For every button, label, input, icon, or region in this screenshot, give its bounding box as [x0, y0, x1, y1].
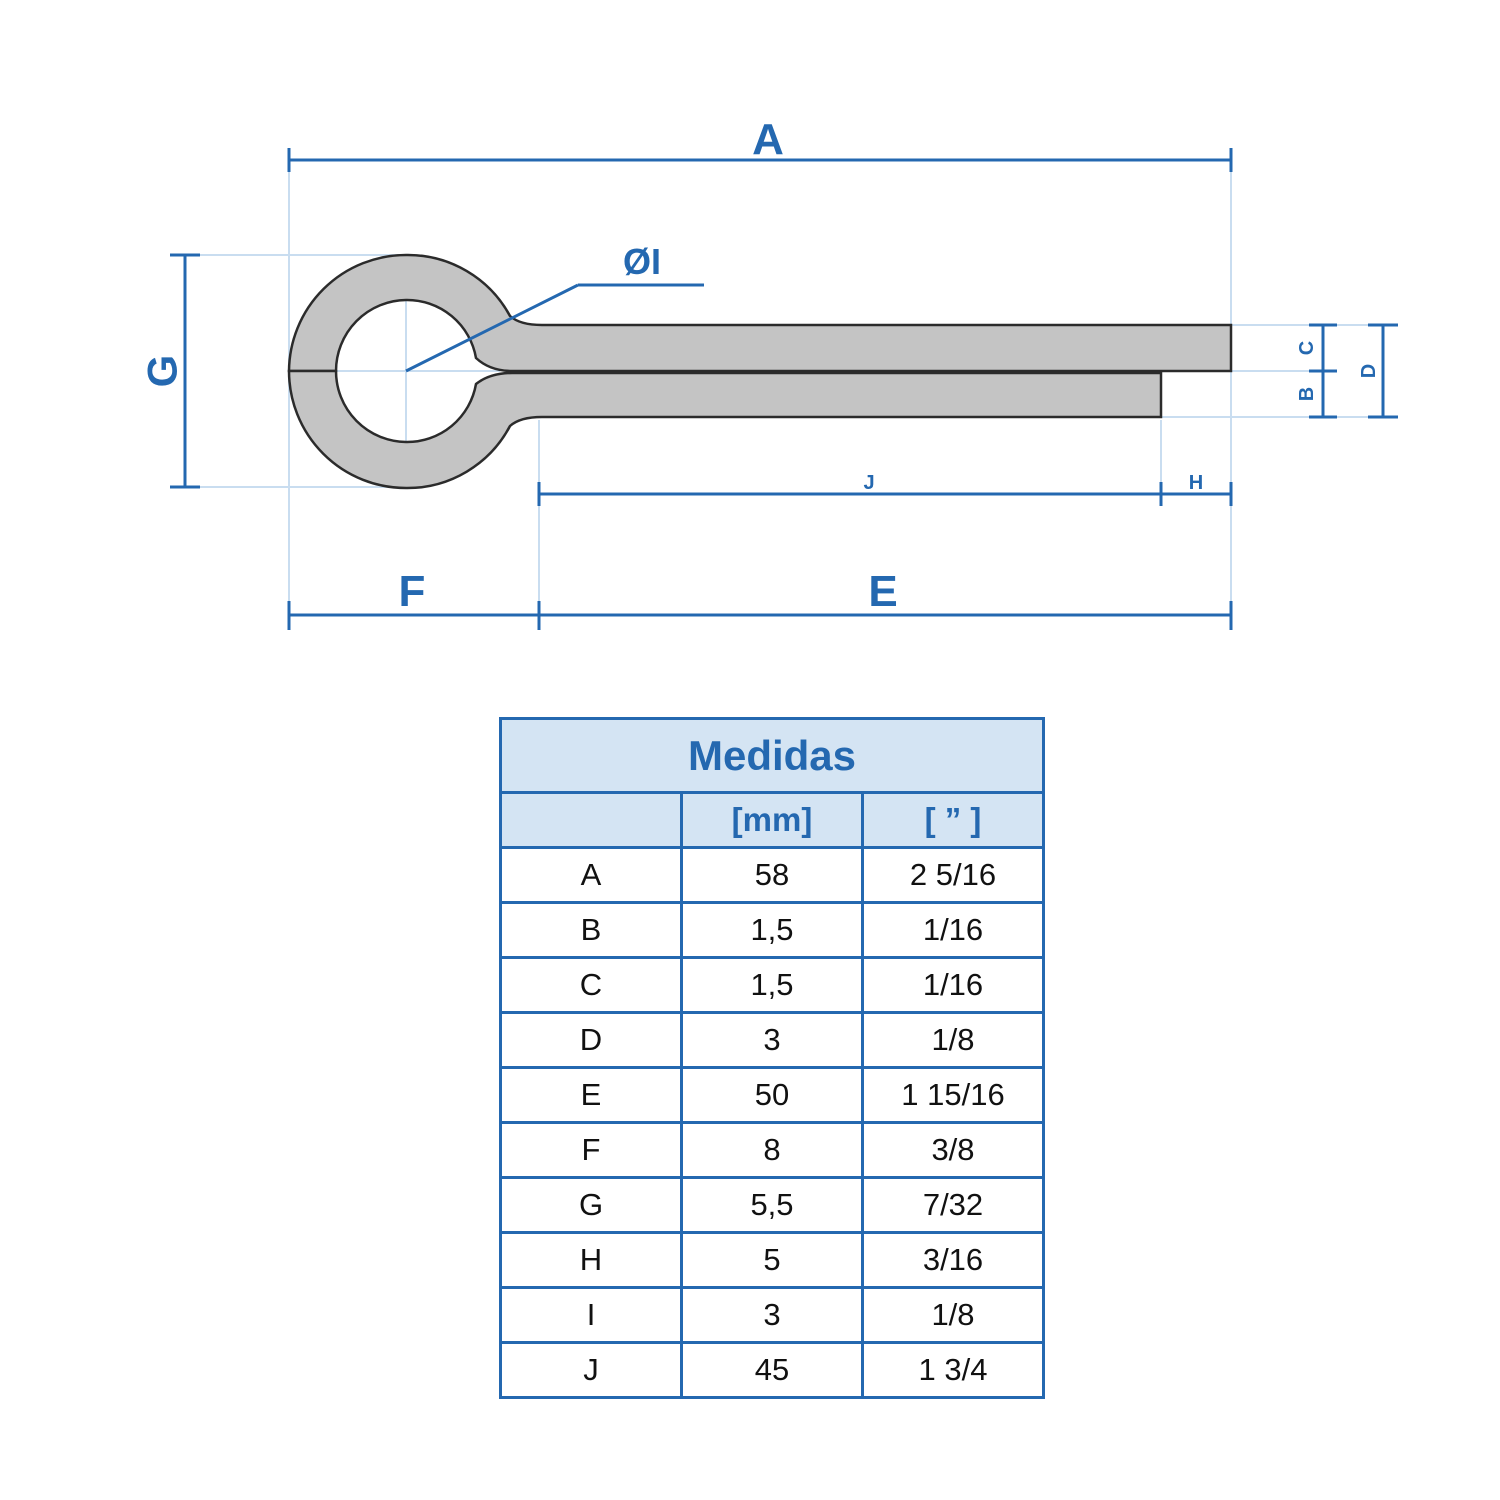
row-inch: 3/8	[861, 1121, 1045, 1179]
row-label: C	[499, 956, 683, 1014]
table-title: Medidas	[499, 717, 1045, 794]
cotter-pin	[287, 253, 1233, 490]
row-mm: 50	[680, 1066, 864, 1124]
table-row: H 5 3/16	[499, 1231, 1045, 1289]
row-mm: 3	[680, 1286, 864, 1344]
row-mm: 1,5	[680, 956, 864, 1014]
table-row: J 45 1 3/4	[499, 1341, 1045, 1399]
row-mm: 5	[680, 1231, 864, 1289]
pin-upper-leg	[287, 253, 1233, 373]
row-inch: 1 15/16	[861, 1066, 1045, 1124]
row-mm: 8	[680, 1121, 864, 1179]
header-mm: [mm]	[680, 791, 864, 849]
row-label: B	[499, 901, 683, 959]
table-row: G 5,5 7/32	[499, 1176, 1045, 1234]
row-mm: 45	[680, 1341, 864, 1399]
label-d: D	[1358, 364, 1380, 378]
pin-lower-leg	[287, 369, 1163, 490]
row-inch: 3/16	[861, 1231, 1045, 1289]
header-label	[499, 791, 683, 849]
row-inch: 2 5/16	[861, 846, 1045, 904]
row-inch: 1 3/4	[861, 1341, 1045, 1399]
row-inch: 1/8	[861, 1286, 1045, 1344]
row-inch: 7/32	[861, 1176, 1045, 1234]
table-row: C 1,5 1/16	[499, 956, 1045, 1014]
measurements-table: Medidas [mm] [ ” ] A 58 2 5/16 B 1,5 1/1…	[499, 717, 1045, 1399]
label-c: C	[1296, 341, 1318, 355]
label-i: ØI	[623, 241, 661, 282]
table-row: F 8 3/8	[499, 1121, 1045, 1179]
row-label: E	[499, 1066, 683, 1124]
label-a: A	[752, 115, 784, 164]
table-row: D 3 1/8	[499, 1011, 1045, 1069]
label-b: B	[1296, 387, 1318, 401]
extension-lines	[185, 160, 1398, 628]
row-label: F	[499, 1121, 683, 1179]
row-label: I	[499, 1286, 683, 1344]
cotter-pin-diagram: A ØI G J H F E C B D	[139, 115, 1398, 630]
table-row: I 3 1/8	[499, 1286, 1045, 1344]
row-label: D	[499, 1011, 683, 1069]
table-row: E 50 1 15/16	[499, 1066, 1045, 1124]
row-label: J	[499, 1341, 683, 1399]
row-mm: 5,5	[680, 1176, 864, 1234]
table-row: A 58 2 5/16	[499, 846, 1045, 904]
row-mm: 3	[680, 1011, 864, 1069]
label-f: F	[399, 567, 426, 616]
label-h: H	[1189, 472, 1203, 494]
row-inch: 1/16	[861, 901, 1045, 959]
header-inch: [ ” ]	[861, 791, 1045, 849]
dimension-lines	[170, 148, 1398, 630]
row-label: A	[499, 846, 683, 904]
label-g: G	[139, 355, 186, 388]
row-inch: 1/8	[861, 1011, 1045, 1069]
row-label: H	[499, 1231, 683, 1289]
row-inch: 1/16	[861, 956, 1045, 1014]
row-label: G	[499, 1176, 683, 1234]
label-j: J	[863, 472, 874, 494]
table-row: B 1,5 1/16	[499, 901, 1045, 959]
label-e: E	[868, 567, 897, 616]
row-mm: 1,5	[680, 901, 864, 959]
row-mm: 58	[680, 846, 864, 904]
